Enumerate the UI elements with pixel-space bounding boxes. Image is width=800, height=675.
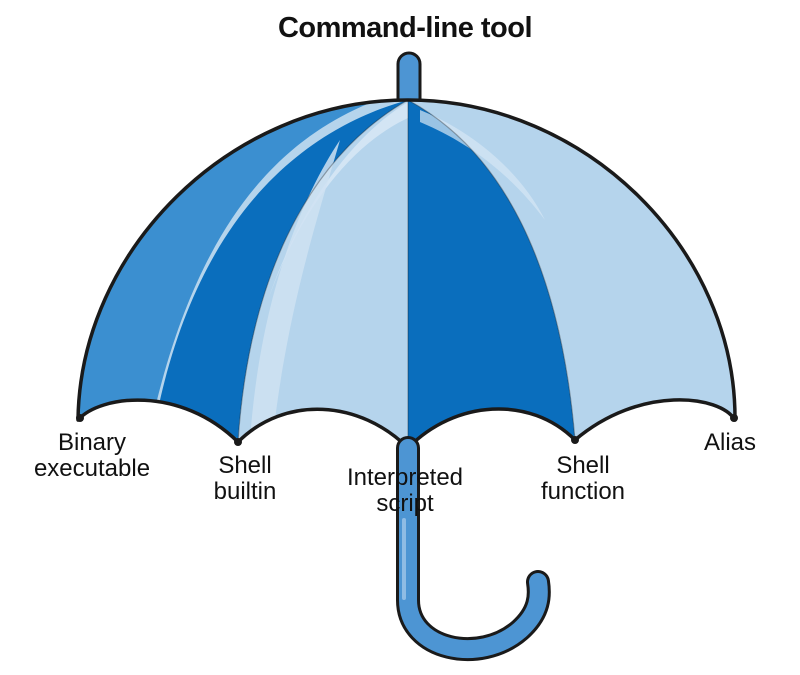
label-binary-executable: Binary executable	[22, 430, 162, 482]
rib-tip-function	[571, 436, 579, 444]
rib-right	[407, 99, 576, 441]
canopy	[78, 100, 736, 448]
rib-tip-alias	[730, 414, 738, 422]
label-alias: Alias	[700, 430, 760, 456]
canopy-highlight-edge	[250, 140, 340, 440]
diagram-title: Command-line tool	[277, 12, 533, 44]
rib-tip-binary	[76, 414, 84, 422]
canopy-highlight-left	[268, 102, 408, 300]
rib-tip-builtin	[234, 438, 242, 446]
label-function-line2: function	[540, 478, 626, 505]
label-shell-function: Shell function	[528, 453, 638, 505]
label-builtin-line2: builtin	[213, 478, 277, 505]
label-builtin-line1: Shell	[218, 452, 272, 479]
label-alias-line1: Alias	[703, 429, 757, 456]
canopy-outline	[76, 98, 737, 450]
label-shell-builtin: Shell builtin	[190, 453, 300, 505]
rib-left	[237, 99, 409, 443]
label-binary-line2: executable	[33, 455, 151, 482]
handle-fill	[399, 439, 548, 659]
canopy-highlight-right	[420, 110, 545, 220]
panel-script-right	[408, 100, 575, 448]
label-interpreted-script: Interpreted script	[330, 465, 480, 517]
label-script-line1: Interpreted	[346, 464, 464, 491]
label-binary-line1: Binary	[57, 429, 127, 456]
label-script-line2: script	[376, 490, 434, 517]
panel-builtin	[152, 100, 408, 442]
label-function-line1: Shell	[556, 452, 610, 479]
